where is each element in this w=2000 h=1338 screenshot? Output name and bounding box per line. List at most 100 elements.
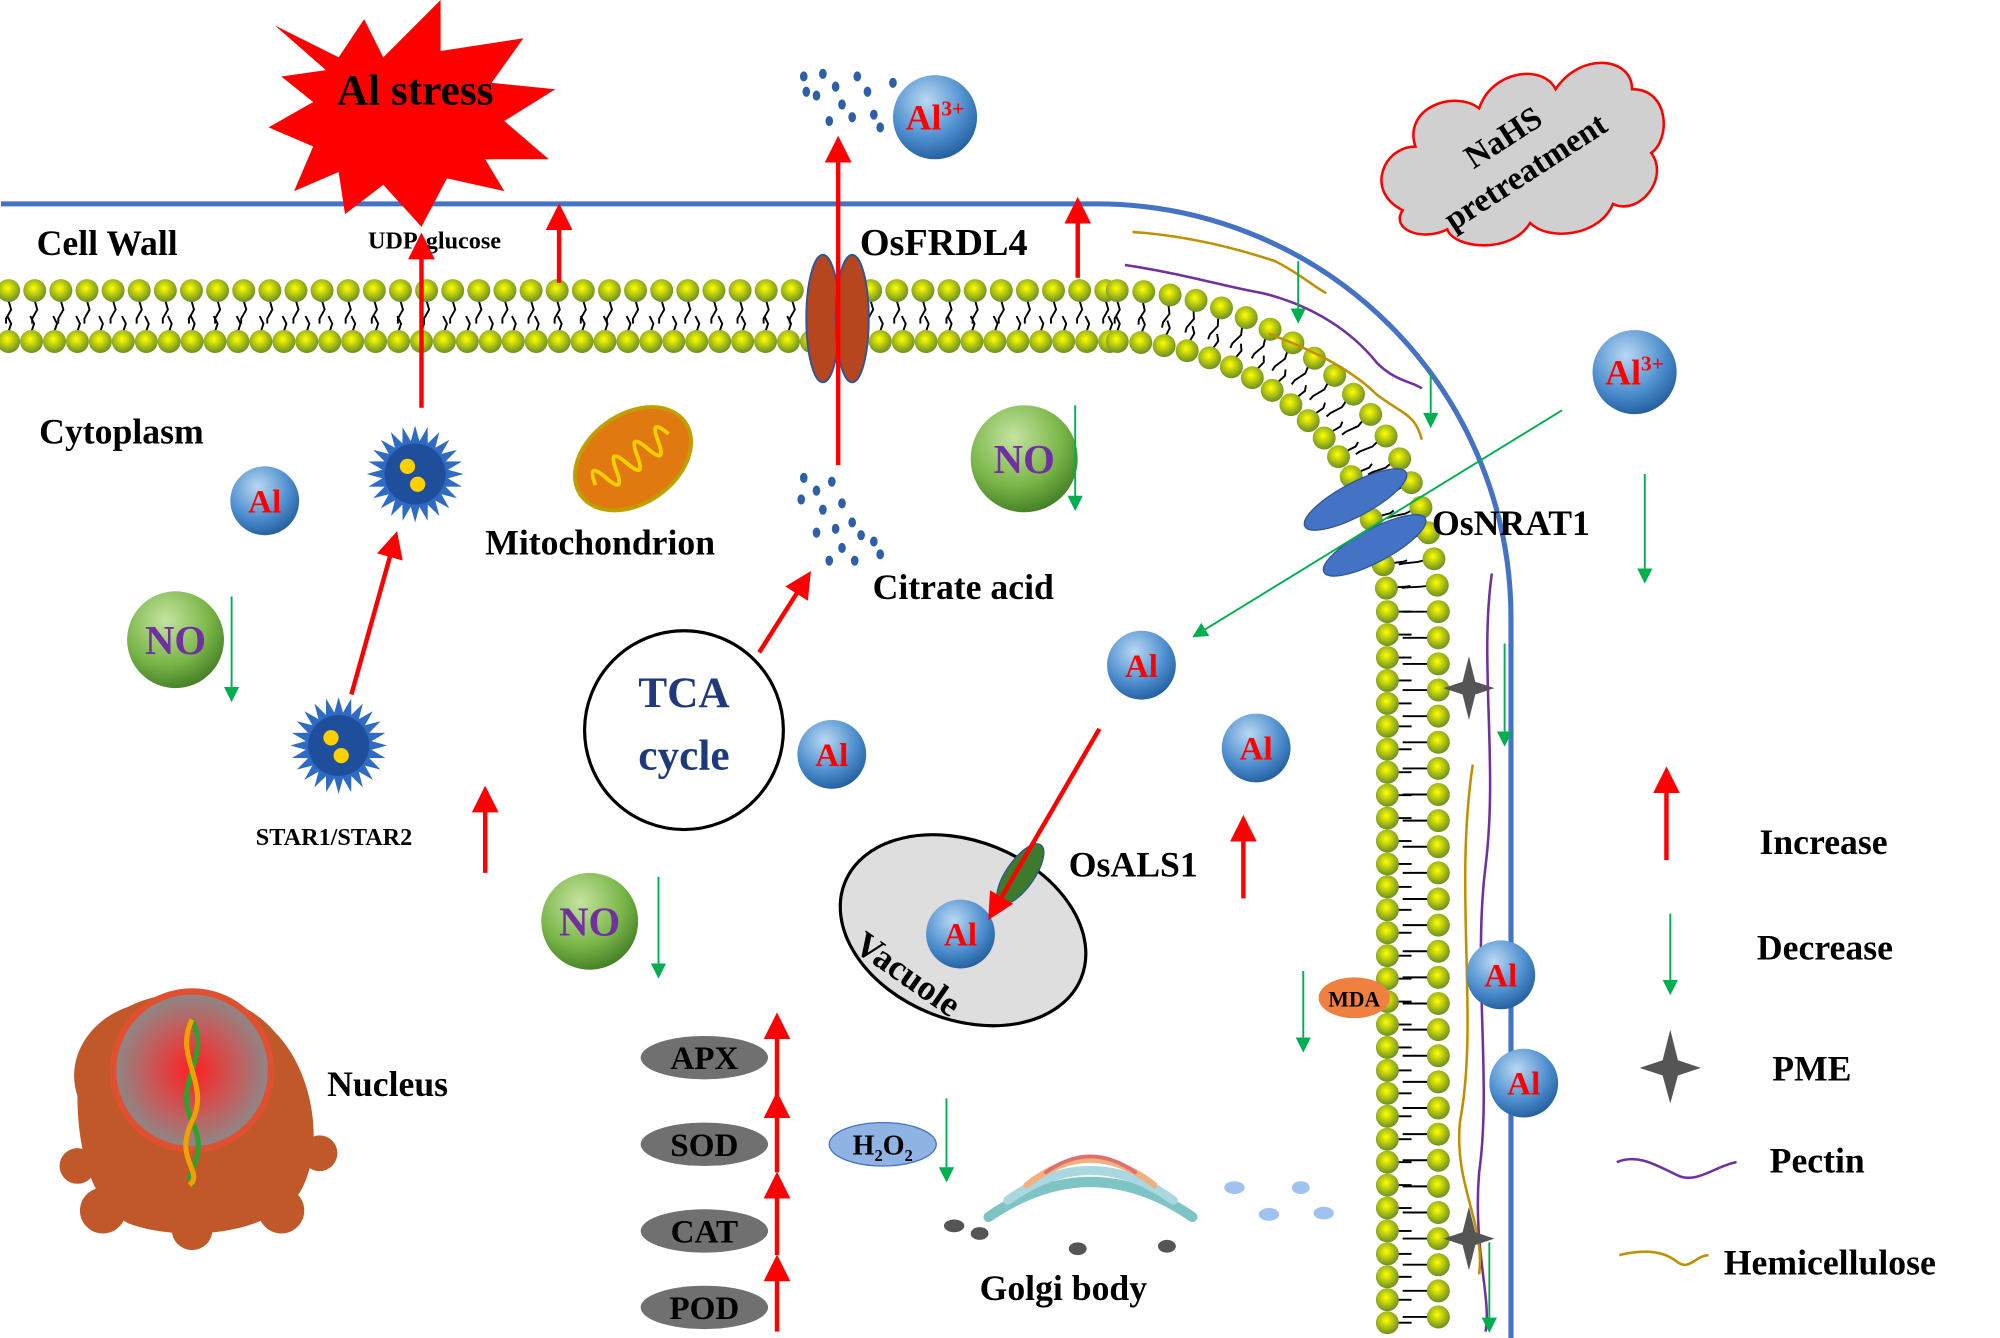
- lipid-head: [1375, 829, 1399, 853]
- al-ion-label: Al: [944, 917, 977, 954]
- enzyme-pod: POD: [640, 1285, 769, 1330]
- lipid-head: [1426, 678, 1450, 702]
- increase-arrow: [988, 727, 1102, 921]
- osnrat1-label: OsNRAT1: [1432, 503, 1590, 543]
- lipid-head: [1375, 1265, 1399, 1289]
- citrate-dot: [831, 523, 840, 534]
- no-molecule: NO: [541, 872, 639, 970]
- lipid-head: [1260, 378, 1284, 402]
- lipid-head: [728, 279, 752, 303]
- lipid-head: [111, 330, 135, 353]
- lipid-head: [708, 330, 732, 353]
- lipid-head: [1015, 279, 1039, 303]
- lipid-head: [206, 279, 230, 303]
- legend-pme-icon: [1639, 1029, 1701, 1104]
- al-ion-label: Al: [248, 483, 281, 520]
- lipid-head: [1198, 346, 1222, 370]
- citrate-dot: [812, 527, 821, 538]
- lipid-head: [272, 330, 296, 353]
- lipid-head: [20, 330, 44, 353]
- lipid-head: [1219, 355, 1243, 379]
- lipid-head: [1375, 898, 1399, 922]
- lipid-head: [1327, 445, 1350, 469]
- lipid-head: [65, 330, 89, 353]
- lipid-head: [1359, 402, 1383, 426]
- lipid-head: [1132, 280, 1156, 304]
- tca-cycle: TCA cycle: [582, 629, 785, 832]
- citrate-dot: [838, 498, 846, 509]
- nucleus-label: Nucleus: [327, 1064, 448, 1104]
- lipid-head: [432, 330, 456, 353]
- legend-hemicellulose-line: [1618, 1250, 1709, 1267]
- lipid-head: [1426, 1044, 1450, 1068]
- pme-icon: [1443, 656, 1495, 1271]
- lipid-head: [75, 279, 99, 303]
- lipid-head: [1375, 600, 1399, 624]
- cytoplasm-label: Cytoplasm: [39, 411, 204, 451]
- citrate-dot: [870, 536, 878, 547]
- lipid-head: [639, 330, 663, 353]
- citrate-dot: [853, 71, 862, 82]
- star-label: STAR1/STAR2: [256, 824, 412, 851]
- lipid-head: [1375, 1288, 1399, 1312]
- lipid-head: [478, 330, 502, 353]
- lipid-head: [1279, 393, 1303, 417]
- citrate-dot: [863, 86, 872, 97]
- lipid-head: [1375, 1127, 1399, 1151]
- lipid-head: [203, 330, 227, 353]
- lipid-head: [1422, 547, 1446, 571]
- enzyme-label: CAT: [671, 1213, 738, 1250]
- legend-pectin: Pectin: [1770, 1140, 1865, 1180]
- lipid-head: [1375, 714, 1399, 738]
- lipid-head: [1426, 835, 1450, 859]
- citrate-dot: [812, 485, 821, 496]
- citrate-dot: [825, 115, 834, 127]
- lipid-head: [1375, 760, 1399, 784]
- lipid-head: [1375, 875, 1399, 899]
- h2o2-label: H2O2: [853, 1131, 913, 1165]
- star-transporter-icon: [366, 425, 464, 523]
- lipid-head: [616, 330, 640, 353]
- lipid-head: [23, 279, 47, 303]
- lipid-head: [868, 330, 892, 353]
- citrate-acid-label: Citrate acid: [873, 567, 1054, 607]
- lipid-head: [1426, 1148, 1450, 1172]
- lipid-head: [1426, 1122, 1450, 1146]
- lipid-head: [364, 330, 388, 353]
- al-ion-label: Al: [1125, 648, 1158, 685]
- citrate-dot: [876, 122, 885, 133]
- star-transporter-icons: [290, 425, 464, 794]
- lipid-head: [1426, 1174, 1450, 1198]
- lipid-head: [1426, 939, 1450, 963]
- lipid-head: [963, 279, 987, 303]
- lipid-head: [88, 330, 112, 353]
- osfrdl4-channel: [805, 253, 870, 384]
- lipid-head: [1158, 283, 1182, 307]
- cycle-label: cycle: [638, 732, 729, 780]
- lipid-head: [1374, 424, 1398, 448]
- lipid-head: [1426, 1305, 1450, 1329]
- lipid-head: [1175, 339, 1199, 363]
- lipid-head: [362, 279, 386, 303]
- lipid-head: [336, 279, 360, 303]
- citrate-dot: [848, 517, 857, 528]
- lipid-head: [157, 330, 181, 353]
- enzyme-sod: SOD: [640, 1122, 769, 1166]
- lipid-head: [1426, 626, 1450, 650]
- lipid-head: [1375, 1104, 1399, 1128]
- lipid-head: [624, 279, 648, 303]
- lipid-head: [685, 330, 709, 353]
- lipid-head: [780, 279, 804, 303]
- citrate-dot: [857, 530, 865, 541]
- lipid-head: [1375, 669, 1399, 692]
- lipid-head: [597, 279, 621, 303]
- lipid-head: [127, 279, 151, 303]
- lipid-head: [593, 330, 617, 353]
- lipid-head: [1375, 1242, 1399, 1266]
- lipid-head: [226, 330, 250, 353]
- lipid-head: [0, 279, 21, 303]
- increase-arrow: [757, 571, 811, 654]
- lipid-head: [1184, 288, 1208, 312]
- al-stress-burst: Al stress: [268, 0, 556, 227]
